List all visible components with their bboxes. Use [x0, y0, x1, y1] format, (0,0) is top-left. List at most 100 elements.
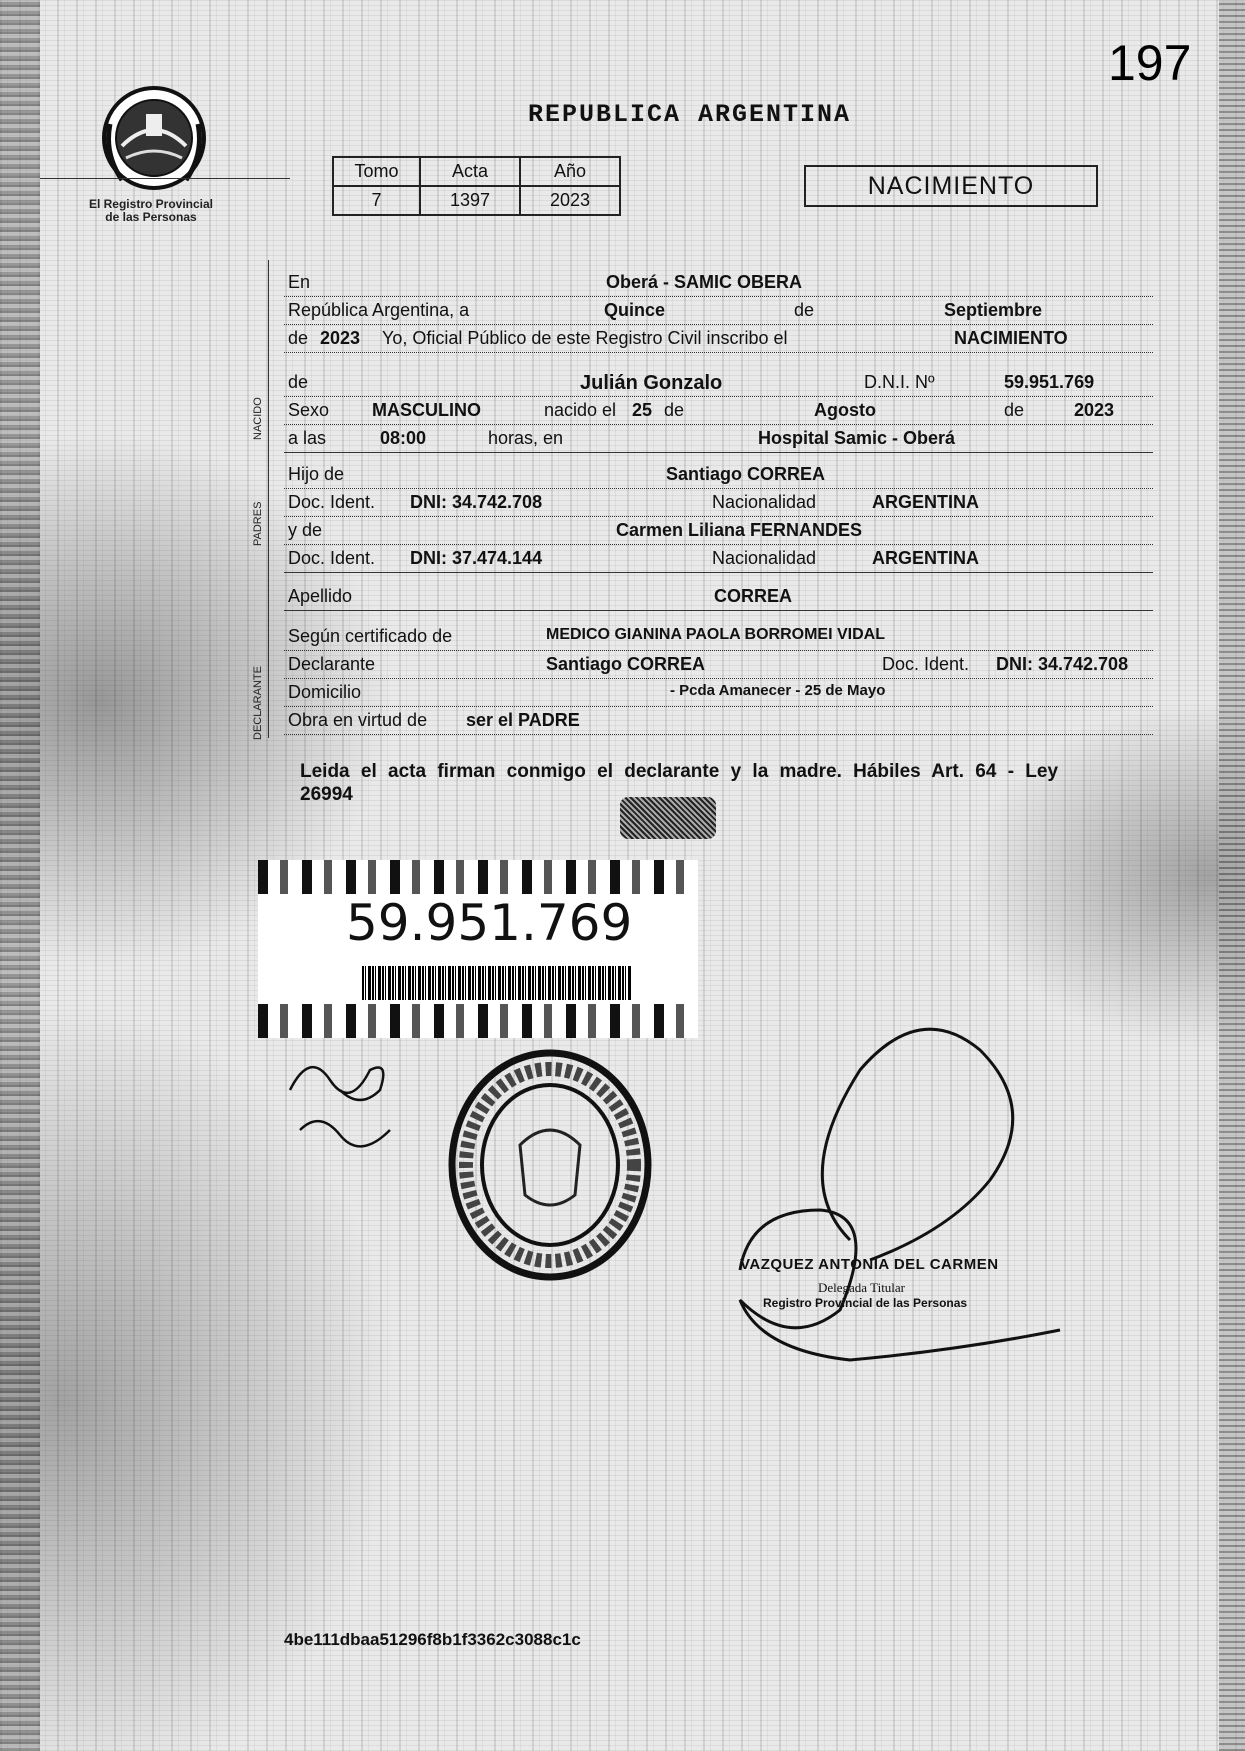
row-mother: y de Carmen Liliana FERNANDES — [284, 518, 1153, 545]
de2-label: de — [288, 328, 309, 348]
tomo-label: Tomo — [332, 156, 421, 187]
province-emblem — [102, 86, 206, 190]
declarant-signature — [288, 1065, 391, 1148]
child-sex: MASCULINO — [372, 400, 481, 420]
row-father-doc: Doc. Ident. DNI: 34.742.708 Nacionalidad… — [284, 490, 1153, 517]
mother-nat: ARGENTINA — [872, 548, 979, 568]
header-rule — [40, 178, 290, 179]
registry-caption-line1: El Registro Provincial — [88, 197, 214, 211]
en-label: En — [288, 272, 311, 292]
father-doc-label: Doc. Ident. — [288, 492, 376, 512]
mother-name: Carmen Liliana FERNANDES — [616, 520, 863, 540]
signer-office: Registro Provincial de las Personas — [763, 1296, 968, 1310]
declarant-name: Santiago CORREA — [546, 654, 706, 674]
de-label: de — [794, 300, 815, 320]
birth-day: 25 — [632, 400, 653, 420]
republica-label: República Argentina, a — [288, 300, 470, 320]
birth-month: Agosto — [814, 400, 876, 420]
father-nat-label: Nacionalidad — [712, 492, 817, 512]
registry-caption-line2: de las Personas — [105, 210, 197, 224]
registry-round-stamp — [448, 1049, 652, 1281]
declarant-address: - Pcda Amanecer - 25 de Mayo — [670, 682, 886, 699]
hijo-label: Hijo de — [288, 464, 345, 484]
row-father: Hijo de Santiago CORREA — [284, 462, 1153, 489]
tomo-value: 7 — [332, 185, 421, 216]
child-de-label: de — [288, 372, 309, 392]
page-number: 197 — [1108, 35, 1192, 91]
row-statement: de 2023 Yo, Oficial Público de este Regi… — [284, 326, 1153, 353]
address-label: Domicilio — [288, 682, 362, 702]
signer-role: Delegada Titular — [818, 1280, 906, 1295]
doc-type-box: NACIMIENTO — [804, 165, 1098, 207]
statement-text: Yo, Oficial Público de este Registro Civ… — [382, 328, 788, 348]
declarant-doc: DNI: 34.742.708 — [996, 654, 1129, 674]
delegate-signature — [738, 1027, 1061, 1362]
row-child-name: de Julián Gonzalo D.N.I. Nº 59.951.769 — [284, 370, 1153, 397]
registration-place: Oberá - SAMIC OBERA — [606, 272, 803, 292]
sexo-label: Sexo — [288, 400, 330, 420]
section-label-padres: PADRES — [252, 501, 264, 546]
father-nat: ARGENTINA — [872, 492, 979, 512]
registration-month: Septiembre — [944, 300, 1043, 320]
mother-doc: DNI: 37.474.144 — [410, 548, 543, 568]
declarant-label: Declarante — [288, 654, 376, 674]
anio-value: 2023 — [519, 185, 621, 216]
surname-value: CORREA — [714, 586, 793, 606]
birth-place: Hospital Samic - Oberá — [758, 428, 956, 448]
scan-edge-right — [1219, 0, 1245, 1751]
section-label-declarante: DECLARANTE — [252, 666, 264, 740]
row-republica: República Argentina, a Quince de Septiem… — [284, 298, 1153, 325]
document-hash: 4be111dbaa51296f8b1f3362c3088c1c — [284, 1630, 581, 1649]
father-doc: DNI: 34.742.708 — [410, 492, 543, 512]
yde-label: y de — [288, 520, 323, 540]
dni-sticker: 59.951.769 — [258, 850, 698, 1048]
row-surname: Apellido CORREA — [284, 584, 1153, 611]
acta-label: Acta — [419, 156, 521, 187]
sticker-body: 59.951.769 — [258, 894, 698, 1004]
father-name: Santiago CORREA — [666, 464, 826, 484]
row-certificate: Según certificado de MEDICO GIANINA PAOL… — [284, 624, 1153, 651]
row-reason: Obra en virtud de ser el PADRE — [284, 708, 1153, 735]
birth-de-label: de — [664, 400, 685, 420]
scan-edge-left — [0, 0, 40, 1751]
mother-doc-label: Doc. Ident. — [288, 548, 376, 568]
registration-day: Quince — [604, 300, 666, 320]
registration-act: NACIMIENTO — [954, 328, 1068, 348]
certificate-value: MEDICO GIANINA PAOLA BORROMEI VIDAL — [546, 626, 885, 643]
child-dni-label: D.N.I. Nº — [864, 372, 935, 392]
child-name: Julián Gonzalo — [580, 372, 723, 394]
birth-de-label2: de — [1004, 400, 1025, 420]
small-seal — [620, 797, 716, 839]
declarant-doc-label: Doc. Ident. — [882, 654, 970, 674]
section-divider — [268, 260, 269, 738]
reason-label: Obra en virtud de — [288, 710, 428, 730]
alas-label: a las — [288, 428, 327, 448]
mother-nat-label: Nacionalidad — [712, 548, 817, 568]
birth-time: 08:00 — [380, 428, 427, 448]
signer-name: VAZQUEZ ANTONIA DEL CARMEN — [740, 1256, 999, 1273]
row-child-sex: Sexo MASCULINO nacido el 25 de Agosto de… — [284, 398, 1153, 425]
barcode — [362, 966, 632, 1000]
row-address: Domicilio - Pcda Amanecer - 25 de Mayo — [284, 680, 1153, 707]
record-table: Tomo Acta Año 7 1397 2023 — [332, 156, 621, 216]
nacido-label: nacido el — [544, 400, 617, 420]
registration-year: 2023 — [320, 328, 361, 348]
row-en: En Oberá - SAMIC OBERA — [284, 270, 1153, 297]
acta-value: 1397 — [419, 185, 521, 216]
registry-caption: El Registro Provincial de las Personas — [66, 198, 236, 224]
country-title: REPUBLICA ARGENTINA — [528, 100, 852, 129]
sticker-band-top — [258, 860, 698, 894]
certificate-label: Según certificado de — [288, 626, 453, 646]
row-child-time: a las 08:00 horas, en Hospital Samic - O… — [284, 426, 1153, 453]
declarant-reason: ser el PADRE — [466, 710, 580, 730]
surname-label: Apellido — [288, 586, 353, 606]
horas-label: horas, en — [488, 428, 564, 448]
birth-year: 2023 — [1074, 400, 1115, 420]
child-dni: 59.951.769 — [1004, 372, 1095, 392]
closing-text: Leida el acta firman conmigo el declaran… — [300, 761, 1059, 805]
sticker-number: 59.951.769 — [346, 894, 633, 952]
sticker-band-bottom — [258, 1004, 698, 1038]
anio-label: Año — [519, 156, 621, 187]
section-label-nacido: NACIDO — [252, 397, 264, 440]
